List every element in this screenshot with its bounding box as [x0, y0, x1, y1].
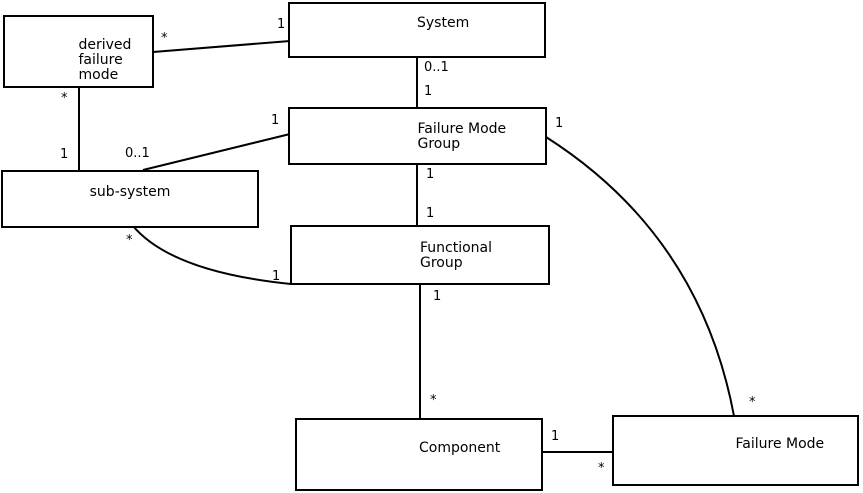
- mult-subsystem-functional-at-subsystem: *: [126, 233, 133, 248]
- association-sub-system-functional-group: [132, 225, 292, 285]
- mult-functional-component-at-functional: 1: [433, 289, 442, 304]
- mult-subsystem-fmg-at-fmg: 1: [271, 113, 280, 128]
- entity-failure-mode-group-label: Failure Mode Group: [417, 121, 507, 152]
- entity-failure-mode-label: Failure Mode: [735, 435, 825, 452]
- mult-functional-component-at-component: *: [430, 393, 437, 408]
- mult-system-fmg-at-fmg: 1: [424, 84, 433, 99]
- mult-fmg-functional-at-fmg: 1: [426, 167, 435, 182]
- entity-sub-system[interactable]: sub-system: [1, 170, 259, 228]
- mult-dfm-subsystem-at-dfm: *: [61, 91, 68, 106]
- entity-failure-mode-group[interactable]: Failure Mode Group: [288, 107, 547, 165]
- entity-derived-failure-mode[interactable]: derived failure mode: [3, 15, 154, 88]
- entity-failure-mode[interactable]: Failure Mode: [612, 415, 859, 486]
- mult-fmg-failuremode-at-fmg: 1: [555, 116, 564, 131]
- mult-dfm-subsystem-at-subsystem: 1: [60, 147, 69, 162]
- entity-system-label: System: [417, 15, 470, 31]
- entity-sub-system-label: sub-system: [89, 184, 171, 200]
- entity-derived-failure-mode-label: derived failure mode: [78, 36, 132, 83]
- mult-dfm-system-at-dfm: *: [161, 31, 168, 46]
- association-sub-system-failure-mode-group: [142, 133, 291, 171]
- mult-dfm-system-at-system: 1: [277, 17, 286, 32]
- entity-system[interactable]: System: [288, 2, 546, 58]
- mult-fmg-failuremode-at-failuremode: *: [749, 395, 756, 410]
- mult-subsystem-functional-at-functional: 1: [272, 269, 281, 284]
- entity-functional-group-label: Functional Group: [420, 240, 493, 271]
- mult-system-fmg-at-system: 0..1: [424, 60, 449, 75]
- mult-component-failuremode-at-component: 1: [551, 429, 560, 444]
- association-failure-mode-group-failure-mode: [545, 136, 735, 417]
- association-derived-failure-mode-system: [152, 40, 291, 53]
- mult-fmg-functional-at-functional: 1: [426, 206, 435, 221]
- entity-functional-group[interactable]: Functional Group: [290, 225, 550, 285]
- mult-subsystem-fmg-at-subsystem: 0..1: [125, 146, 150, 161]
- mult-component-failuremode-at-failuremode: *: [598, 461, 605, 476]
- entity-component-label: Component: [419, 439, 501, 456]
- entity-component[interactable]: Component: [295, 418, 543, 491]
